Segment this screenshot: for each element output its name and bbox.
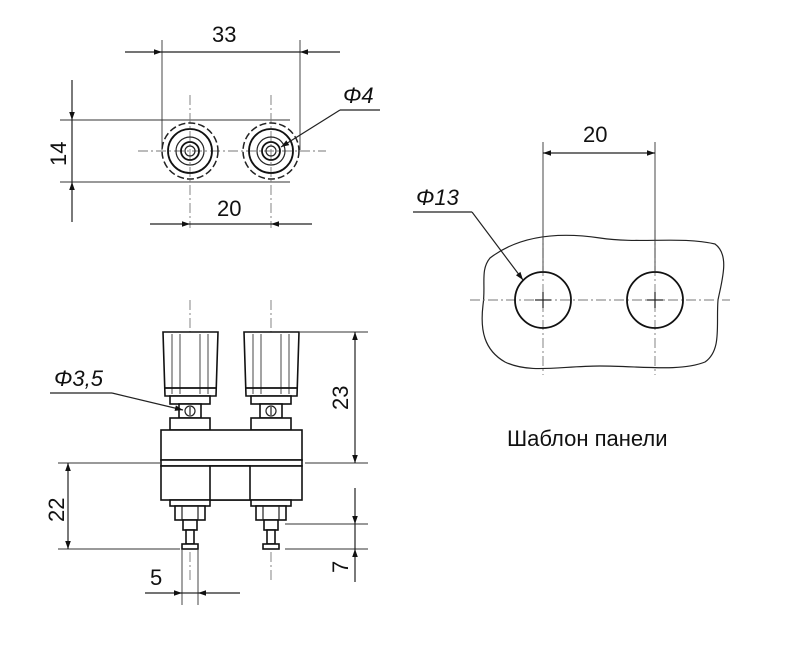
dim-phi35-label: Φ3,5 [54,366,104,391]
dim-phi13-label: Φ13 [416,185,460,210]
panel-outline [481,234,725,370]
dim-20-top-label: 20 [217,196,241,221]
dim-33-label: 33 [212,22,236,47]
terminal-top-left [161,122,219,180]
panel-template: 20 Φ13 Шаблон панели [413,122,730,451]
panel-template-caption: Шаблон панели [507,426,668,451]
terminal-top-right [242,122,300,180]
top-view: 33 14 Φ4 [46,22,380,228]
dim-5-label: 5 [150,565,162,590]
dim-phi4-label: Φ4 [343,83,374,108]
bottom-pin-left [169,499,211,550]
cap-left [162,331,219,405]
cap-right [243,331,300,405]
dim-23-label: 23 [328,386,353,410]
dim-20-panel-label: 20 [583,122,607,147]
bottom-pin-right [250,499,292,550]
dim-14-label: 14 [46,142,71,166]
dim-22-label: 22 [44,498,69,522]
dim-7-label: 7 [328,561,353,573]
housing [160,417,303,501]
side-view: Φ3,5 23 22 7 5 [44,300,368,605]
